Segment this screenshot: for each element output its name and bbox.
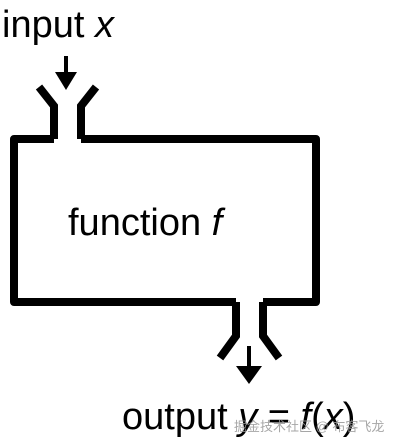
output-paren-open: (	[311, 396, 324, 438]
input-variable: x	[94, 4, 114, 46]
input-text: input	[2, 4, 95, 46]
function-variable: f	[211, 202, 223, 244]
output-funnel-right	[259, 302, 283, 361]
output-equals: =	[257, 396, 301, 438]
input-funnel-right	[77, 84, 100, 139]
function-text: function	[68, 202, 212, 244]
input-arrow-head	[55, 72, 77, 90]
function-label: function f	[68, 204, 222, 242]
input-funnel-left	[35, 84, 58, 139]
output-variable-f: f	[300, 396, 312, 438]
watermark: 掘金技术社区 @ 布客飞龙	[234, 419, 385, 434]
output-paren-close: )	[342, 396, 356, 438]
output-funnel-left	[216, 302, 240, 361]
output-label: output y = f(x)	[122, 398, 355, 436]
output-variable-y: y	[238, 396, 258, 438]
output-variable-x: x	[323, 396, 343, 438]
input-label: input x	[2, 6, 114, 44]
function-box	[10, 135, 320, 306]
output-text: output	[122, 396, 239, 438]
output-arrow-head	[236, 366, 262, 384]
